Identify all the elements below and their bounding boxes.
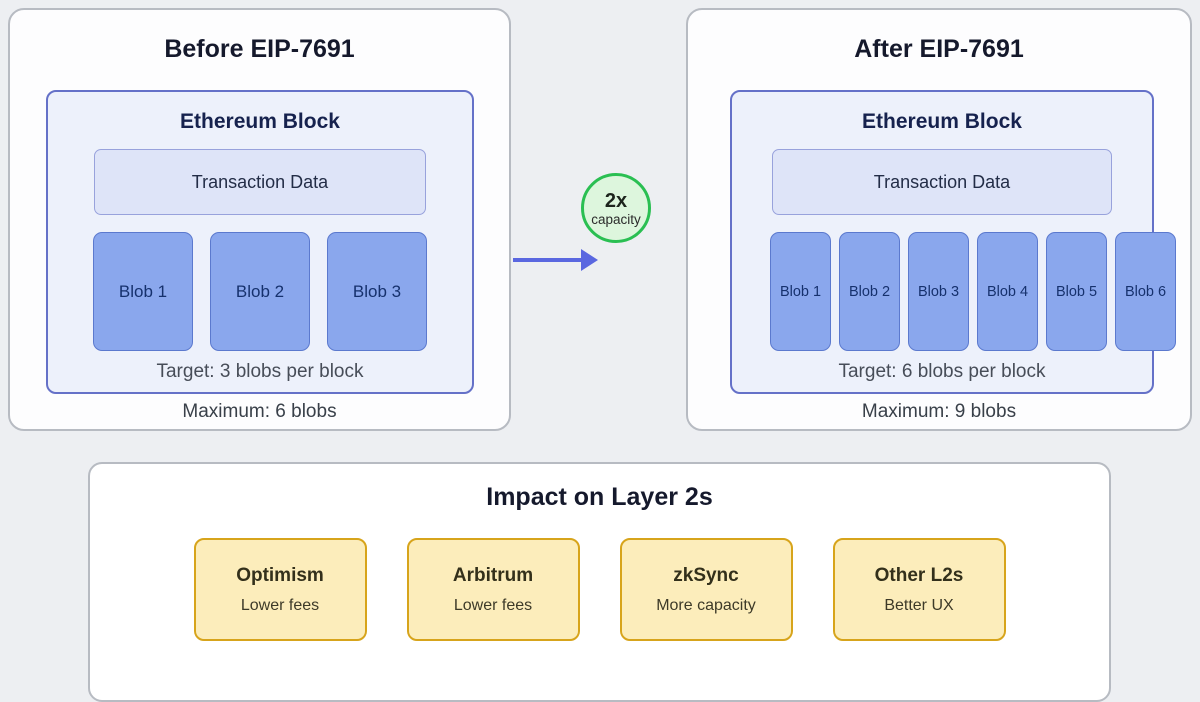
l2-name: zkSync <box>673 564 739 586</box>
l2-benefit: Lower fees <box>240 596 320 614</box>
l2-benefit: Better UX <box>884 596 954 614</box>
arrow-head-icon <box>581 249 598 271</box>
after-panel: After EIP-7691 Ethereum Block Transactio… <box>686 8 1192 431</box>
after-target-note: Target: 6 blobs per block <box>838 361 1046 382</box>
before-target-note: Target: 3 blobs per block <box>156 361 364 382</box>
blob-box: Blob 3 <box>908 232 969 351</box>
l2-name: Optimism <box>236 564 324 586</box>
capacity-badge: 2x capacity <box>581 173 651 243</box>
before-panel: Before EIP-7691 Ethereum Block Transacti… <box>8 8 511 431</box>
after-panel-title: After EIP-7691 <box>854 35 1024 63</box>
blob-box: Blob 5 <box>1046 232 1107 351</box>
before-maximum-note: Maximum: 6 blobs <box>182 401 337 422</box>
blob-box: Blob 6 <box>1115 232 1176 351</box>
before-ethereum-block-title: Ethereum Block <box>180 110 340 133</box>
l2-name: Other L2s <box>874 564 964 586</box>
after-ethereum-block-title: Ethereum Block <box>862 110 1022 133</box>
blob-box: Blob 2 <box>210 232 310 351</box>
arrow-line <box>513 258 583 262</box>
before-panel-title: Before EIP-7691 <box>164 35 355 63</box>
l2-benefit: Lower fees <box>453 596 533 614</box>
after-maximum-note: Maximum: 9 blobs <box>861 401 1017 422</box>
l2-name: Arbitrum <box>452 564 534 586</box>
blob-box: Blob 3 <box>327 232 427 351</box>
capacity-badge-label: capacity <box>591 211 641 227</box>
blob-box: Blob 1 <box>770 232 831 351</box>
capacity-badge-value: 2x <box>604 189 628 212</box>
blob-box: Blob 1 <box>93 232 193 351</box>
after-transaction-data-box: Transaction Data <box>772 149 1112 215</box>
blob-box: Blob 2 <box>839 232 900 351</box>
l2-benefit: More capacity <box>656 596 756 614</box>
blob-box: Blob 4 <box>977 232 1038 351</box>
impact-title: Impact on Layer 2s <box>486 483 713 511</box>
before-transaction-data-box: Transaction Data <box>94 149 426 215</box>
